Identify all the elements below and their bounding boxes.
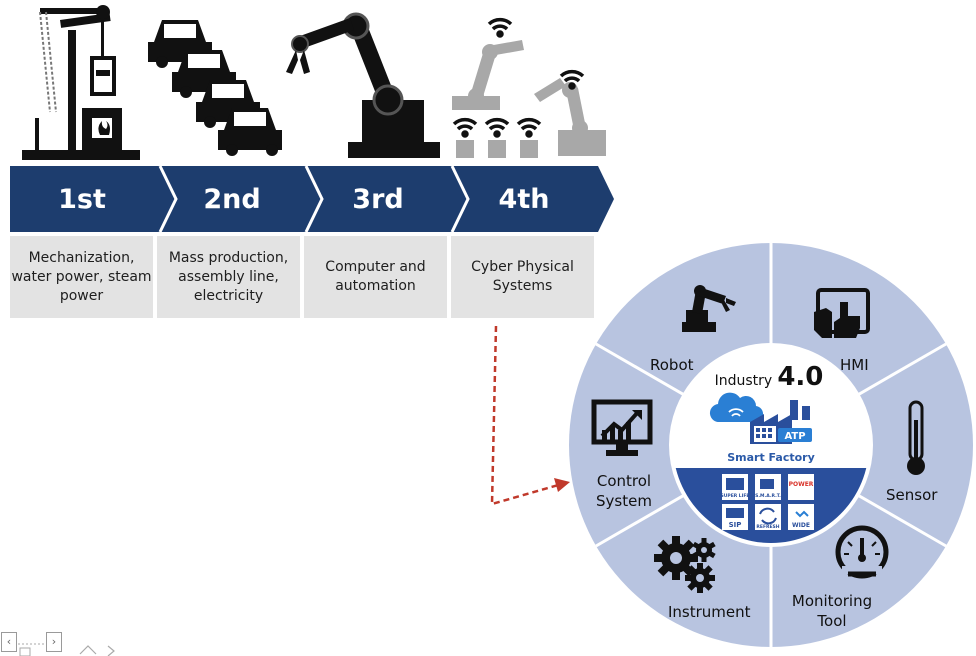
badge-wide: WIDE [792, 522, 810, 529]
thermometer-icon [907, 400, 925, 475]
era-4-description: Cyber Physical Systems [451, 236, 594, 318]
cars-assembly-icon [148, 20, 282, 156]
connected-robots-icon [452, 40, 606, 158]
industry-4-title: Industry 4.0 [714, 362, 824, 392]
monitor-chart-icon [591, 399, 653, 456]
segment-monitoring-label: Monitoring Tool [791, 592, 873, 630]
prev-button[interactable]: ‹ [1, 632, 17, 652]
era-1-description: Mechanization, water power, steam power [10, 236, 153, 318]
badge-refresh: REFRESH [756, 524, 779, 530]
segment-sensor-label: Sensor [886, 486, 938, 504]
timeline-banner [10, 166, 614, 232]
touch-tablet-icon [814, 288, 870, 338]
viewer-toolbar-icons [18, 643, 115, 656]
next-button[interactable]: › [46, 632, 62, 652]
segment-robot-label: Robot [650, 356, 694, 374]
dashed-connector-arrow [490, 325, 570, 506]
badge-sip: SIP [729, 521, 742, 529]
badge-power: POWER [789, 481, 814, 488]
factory-badge: ATP [784, 431, 805, 442]
industry-4-wheel: ATP SUPER LIFE S.M.A.R.T. POWER SIP REFR… [569, 243, 973, 647]
smart-factory-label: Smart Factory [727, 451, 815, 464]
segment-control-system-label: Control System [596, 472, 652, 510]
product-badges [722, 474, 814, 530]
era-2-label: 2nd [203, 183, 261, 215]
gears-icon [654, 536, 716, 593]
segment-instrument-label: Instrument [668, 603, 751, 621]
steam-engine-icon [22, 5, 140, 160]
industrial-robot-icon [286, 12, 440, 158]
gauge-icon [835, 525, 889, 579]
badge-super-life: SUPER LIFE [721, 493, 750, 499]
industrial-era-icons [22, 5, 606, 160]
badge-smart: S.M.A.R.T. [755, 493, 781, 499]
segment-hmi-label: HMI [840, 356, 869, 374]
era-4-label: 4th [498, 183, 550, 215]
era-3-label: 3rd [352, 183, 404, 215]
smart-factory-icon [709, 392, 812, 444]
wifi-icon [452, 17, 585, 138]
robot-arm-icon [682, 285, 736, 332]
era-1-label: 1st [58, 183, 106, 215]
era-3-description: Computer and automation [304, 236, 447, 318]
era-2-description: Mass production, assembly line, electric… [157, 236, 300, 318]
